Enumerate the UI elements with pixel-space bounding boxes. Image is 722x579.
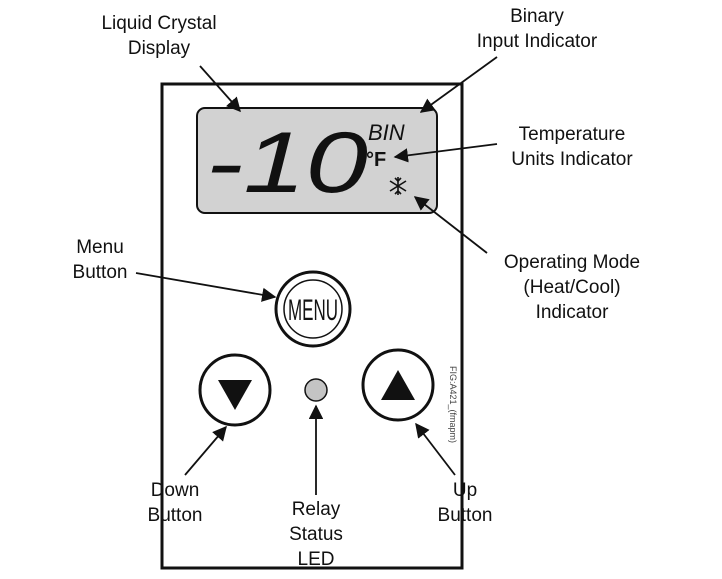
lcd-leader-arrow: [199, 65, 241, 113]
lcd-reading: -10: [206, 115, 368, 211]
down-button[interactable]: [198, 353, 272, 427]
figure-code: FIG:A421_(fmapm): [448, 366, 458, 443]
binary-input-indicator: BIN: [368, 120, 405, 145]
snowflake-icon: [389, 177, 407, 195]
menu-button[interactable]: MENU: [274, 270, 352, 348]
down-triangle-icon: [218, 380, 252, 410]
operating-mode-label: Operating Mode(Heat/Cool)Indicator: [503, 252, 641, 323]
lcd-display: [196, 107, 438, 214]
down-leader-arrow: [184, 425, 227, 476]
up-triangle-icon: [381, 370, 415, 400]
menu-button-label: MENU: [288, 294, 338, 327]
temperature-units-indicator: °F: [366, 149, 386, 171]
up-button[interactable]: [361, 348, 435, 422]
mode-leader-arrow: [413, 196, 488, 254]
up-leader-arrow: [415, 422, 456, 476]
menu-leader-arrow: [135, 272, 277, 302]
binary-leader-arrow: [419, 56, 498, 113]
relay-status-led: [304, 378, 328, 402]
temp-units-leader-arrow: [393, 143, 498, 163]
